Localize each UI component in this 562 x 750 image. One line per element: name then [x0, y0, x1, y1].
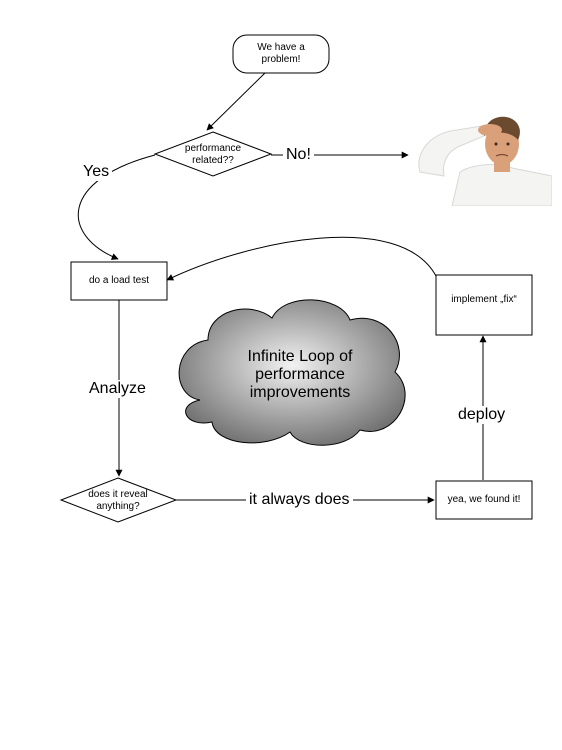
found-node	[435, 480, 533, 520]
reveal-decision-label: does it reveal anything?	[88, 489, 148, 512]
performance-decision-label: performance related??	[184, 143, 242, 166]
edge-yes-to-load-test	[77, 154, 156, 260]
frustrated-man-photo	[412, 102, 552, 206]
reveal-decision-node	[59, 477, 178, 523]
cloud-label-line-1: Infinite Loop of	[247, 348, 353, 365]
found-node-label: yea, we found it!	[447, 494, 521, 505]
cloud-label: Infinite Loop of performance improvement…	[225, 348, 375, 402]
no-label: No!	[283, 146, 314, 164]
performance-decision-node	[153, 131, 273, 177]
start-node	[232, 34, 330, 74]
start-node-label: We have a problem!	[257, 42, 305, 65]
analyze-label: Analyze	[86, 380, 149, 398]
implement-node	[435, 274, 533, 336]
cloud-label-line-3: improvements	[249, 384, 351, 401]
load-test-label: do a load test	[88, 275, 150, 286]
load-test-node	[70, 261, 168, 301]
always-label: it always does	[246, 491, 353, 509]
implement-node-label: implement „fix“	[451, 294, 517, 305]
edge-implement-to-load-test	[166, 236, 437, 281]
edge-start-to-performance	[206, 71, 267, 131]
deploy-label: deploy	[455, 406, 509, 424]
cloud-shape	[178, 299, 406, 446]
yes-label: Yes	[80, 163, 113, 181]
cloud-label-line-2: performance	[255, 366, 345, 383]
